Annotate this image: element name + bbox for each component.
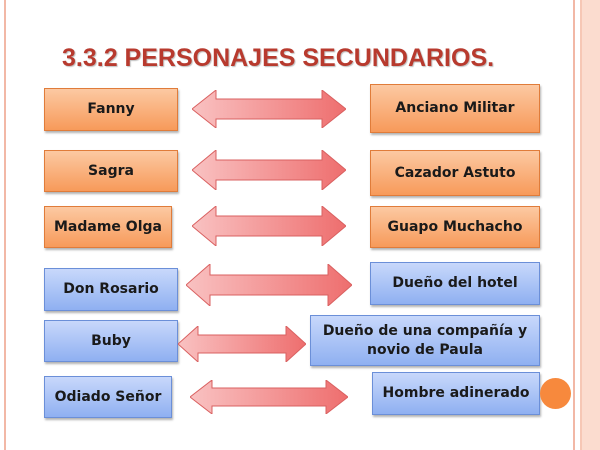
right-box-cazador-astuto: Cazador Astuto	[370, 150, 540, 196]
left-box-odiado-senor: Odiado Señor	[44, 376, 172, 418]
right-border-line	[573, 0, 575, 450]
left-box-buby: Buby	[44, 320, 178, 362]
right-box-dueno-hotel: Dueño del hotel	[370, 262, 540, 305]
left-box-don-rosario: Don Rosario	[44, 268, 178, 311]
double-arrow-icon	[190, 380, 348, 414]
double-arrow-icon	[186, 264, 352, 306]
right-box-hombre-adinerado: Hombre adinerado	[372, 372, 540, 415]
left-border-line	[4, 0, 6, 450]
double-arrow-icon	[192, 150, 346, 190]
left-box-fanny: Fanny	[44, 88, 178, 131]
double-arrow-icon	[192, 206, 346, 246]
double-arrow-icon	[192, 90, 346, 128]
right-box-dueno-compania: Dueño de una compañía y novio de Paula	[310, 315, 540, 366]
double-arrow-icon	[178, 326, 306, 362]
left-box-sagra: Sagra	[44, 150, 178, 192]
right-box-anciano-militar: Anciano Militar	[370, 84, 540, 133]
left-box-madame-olga: Madame Olga	[44, 206, 172, 248]
decorative-circle	[540, 378, 571, 409]
right-border-band	[580, 0, 600, 450]
slide-title: 3.3.2 PERSONAJES SECUNDARIOS.	[62, 44, 495, 72]
right-box-guapo-muchacho: Guapo Muchacho	[370, 206, 540, 248]
